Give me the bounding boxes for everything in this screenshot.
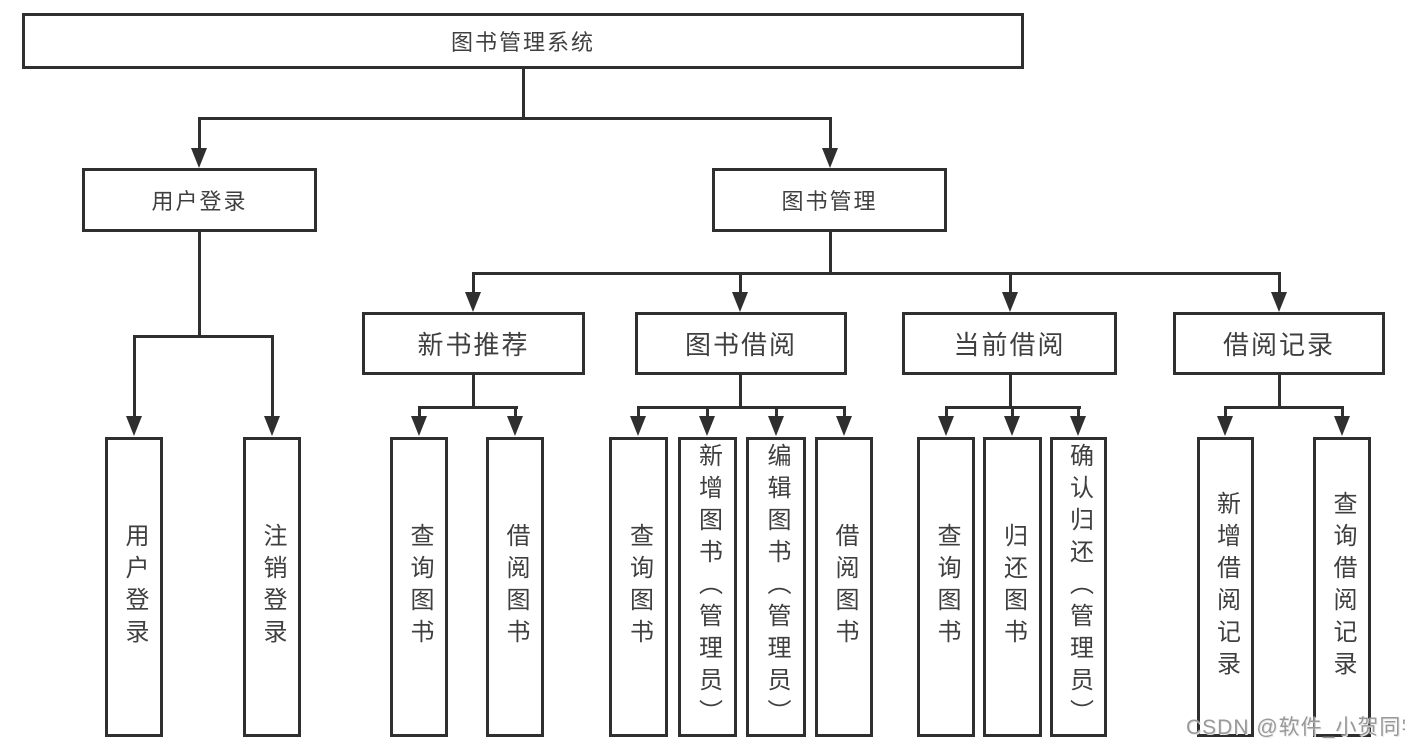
node-leaf-nb-borrow: 借阅图书 (486, 437, 544, 737)
arrow-bb-add (699, 416, 715, 436)
node-user-login-label: 用户登录 (151, 189, 248, 214)
connector-borrow-records-rail (1223, 405, 1344, 409)
connector-book-management-drop (828, 118, 832, 150)
node-leaf-nb-query-label: 查询图书 (406, 523, 433, 651)
connector-cb-return-drop (1010, 407, 1014, 418)
connector-bb-add-drop (705, 407, 709, 418)
connector-level2-rail (197, 116, 832, 120)
csdn-watermark: CSDN @软件_小贺同学 (1186, 716, 1405, 739)
node-leaf-logout-label: 注销登录 (259, 523, 286, 651)
connector-user-login-drop (197, 118, 201, 150)
node-leaf-nb-borrow-label: 借阅图书 (502, 523, 529, 651)
arrow-bb-edit (768, 416, 784, 436)
node-borrow-records: 借阅记录 (1173, 312, 1385, 375)
arrow-cb-return (1004, 416, 1020, 436)
connector-borrow-records-stem (1277, 375, 1281, 407)
node-leaf-cb-query-label: 查询图书 (933, 523, 960, 651)
node-current-borrow: 当前借阅 (902, 312, 1117, 375)
connector-root-stem (521, 69, 525, 118)
connector-level3-rail (471, 271, 1281, 275)
arrow-new-book-recommend (465, 292, 481, 312)
node-leaf-bb-add-label: 新增图书（管理员） (694, 443, 722, 731)
node-current-borrow-label: 当前借阅 (953, 330, 1066, 360)
arrow-nb-borrow (507, 416, 523, 436)
connector-cb-query-drop (944, 407, 948, 418)
connector-current-borrow-drop (1008, 273, 1012, 294)
connector-nb-borrow-drop (513, 407, 517, 418)
node-leaf-bb-edit-label: 编辑图书（管理员） (763, 443, 790, 731)
connector-new-book-drop (471, 273, 475, 294)
arrow-nb-query (411, 416, 427, 436)
connector-user-login-rail (132, 334, 274, 338)
arrow-bb-query (630, 416, 646, 436)
connector-book-borrow-rail (636, 405, 846, 409)
arrow-borrow-records (1271, 292, 1287, 312)
node-root-label: 图书管理系统 (450, 30, 595, 55)
node-leaf-br-add-label: 新增借阅记录 (1212, 491, 1240, 683)
connector-leaf-logout-drop (270, 336, 274, 418)
node-leaf-cb-query: 查询图书 (917, 437, 975, 737)
arrow-br-add (1217, 416, 1233, 436)
connector-user-login-stem (197, 232, 201, 336)
connector-new-book-stem (471, 375, 475, 407)
node-leaf-user-login-label: 用户登录 (121, 523, 148, 651)
connector-borrow-records-drop (1277, 273, 1281, 294)
node-book-management: 图书管理 (712, 168, 947, 232)
connector-br-add-drop (1223, 407, 1227, 418)
node-leaf-cb-confirm: 确认归还（管理员） (1050, 437, 1107, 737)
node-book-borrow: 图书借阅 (635, 312, 847, 375)
node-leaf-bb-add: 新增图书（管理员） (678, 437, 737, 737)
connector-bb-borrow-drop (842, 407, 846, 418)
connector-nb-query-drop (417, 407, 421, 418)
node-leaf-bb-borrow-label: 借阅图书 (831, 523, 858, 651)
arrow-cb-query (938, 416, 954, 436)
connector-leaf-user-login-drop (132, 336, 136, 418)
node-borrow-records-label: 借阅记录 (1222, 330, 1335, 360)
arrow-book-management (822, 148, 838, 168)
connector-bb-edit-drop (774, 407, 778, 418)
node-user-login: 用户登录 (82, 168, 317, 232)
node-leaf-bb-query-label: 查询图书 (625, 523, 653, 651)
connector-br-query-drop (1340, 407, 1344, 418)
connector-book-borrow-drop (738, 273, 742, 294)
arrow-current-borrow (1002, 292, 1018, 312)
node-book-management-label: 图书管理 (781, 189, 878, 214)
connector-book-borrow-stem (738, 375, 742, 407)
connector-cb-confirm-drop (1076, 407, 1080, 418)
node-book-borrow-label: 图书借阅 (684, 330, 797, 360)
node-leaf-br-query: 查询借阅记录 (1313, 437, 1371, 737)
node-leaf-br-add: 新增借阅记录 (1197, 437, 1254, 737)
node-new-book-recommend-label: 新书推荐 (417, 330, 530, 360)
node-leaf-nb-query: 查询图书 (390, 437, 448, 737)
arrow-user-login (191, 148, 207, 168)
connector-current-borrow-stem (1008, 375, 1012, 407)
arrow-leaf-logout (264, 416, 280, 436)
node-new-book-recommend: 新书推荐 (362, 312, 585, 375)
node-leaf-cb-confirm-label: 确认归还（管理员） (1065, 443, 1093, 731)
node-root: 图书管理系统 (22, 13, 1024, 69)
connector-book-management-stem (828, 232, 832, 273)
arrow-cb-confirm (1070, 416, 1086, 436)
arrow-leaf-user-login (126, 416, 142, 436)
node-leaf-br-query-label: 查询借阅记录 (1329, 491, 1356, 683)
node-leaf-bb-edit: 编辑图书（管理员） (746, 437, 806, 737)
arrow-bb-borrow (836, 416, 852, 436)
arrow-book-borrow (732, 292, 748, 312)
node-leaf-cb-return-label: 归还图书 (999, 523, 1027, 651)
node-leaf-user-login: 用户登录 (105, 437, 163, 737)
node-leaf-bb-borrow: 借阅图书 (815, 437, 873, 737)
node-leaf-logout: 注销登录 (243, 437, 301, 737)
arrow-br-query (1334, 416, 1350, 436)
node-leaf-cb-return: 归还图书 (983, 437, 1042, 737)
node-leaf-bb-query: 查询图书 (609, 437, 668, 737)
connector-new-book-rail (417, 405, 518, 409)
connector-bb-query-drop (636, 407, 640, 418)
